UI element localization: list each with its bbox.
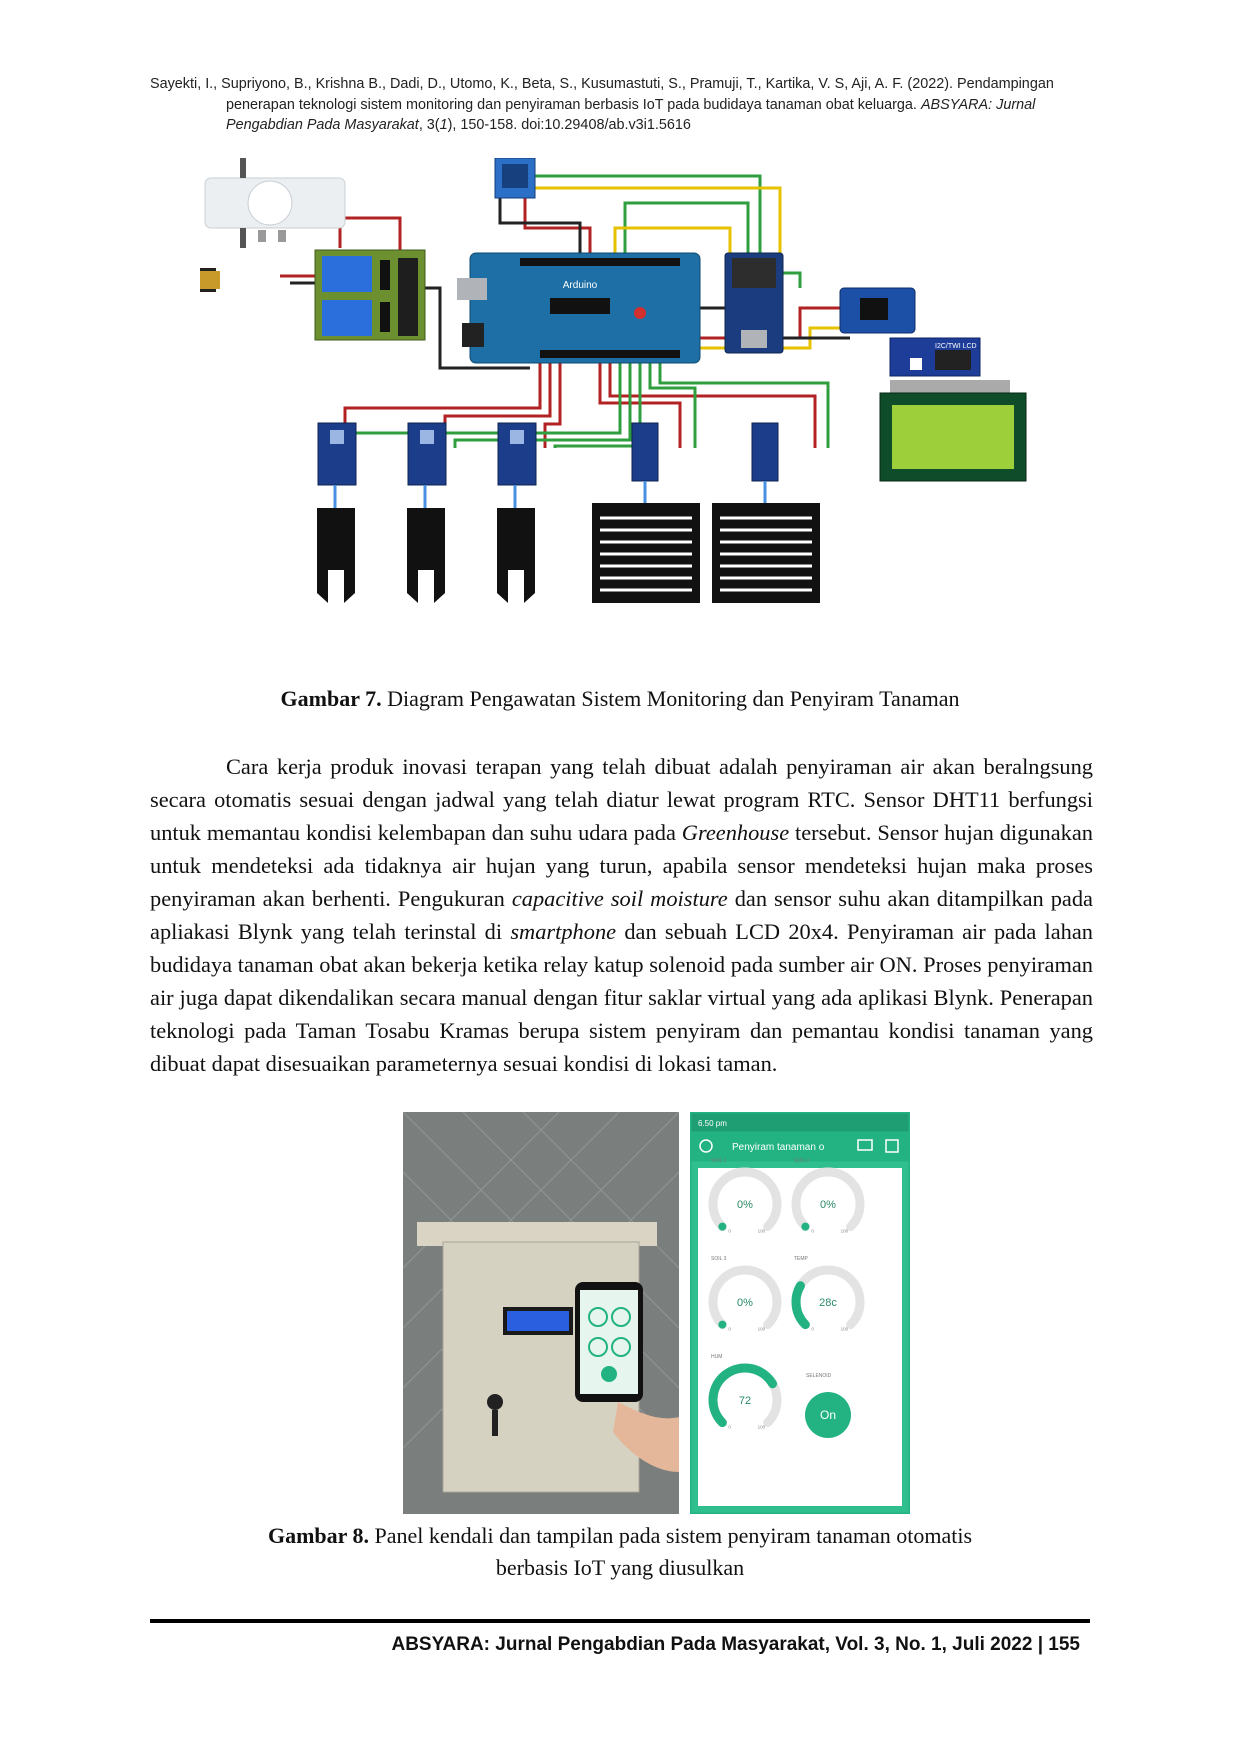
wire-red (338, 216, 402, 258)
figure-8-caption-line-1: Gambar 8. Panel kendali dan tampilan pad… (267, 1523, 973, 1548)
paragraph: Cara kerja produk inovasi terapan yang t… (150, 754, 1093, 1076)
gauge-min: 0 (811, 1229, 814, 1234)
gauge-max: 100 (841, 1229, 849, 1234)
arduino-label: Arduino (563, 280, 598, 291)
gauge-fill (708, 1363, 778, 1428)
back-icon[interactable] (699, 1139, 713, 1153)
esp-module (724, 252, 784, 354)
wire-green (658, 363, 830, 448)
i2c-label: I2C/TWI LCD (935, 343, 977, 350)
soil-sensor-1 (317, 422, 357, 603)
gauge-label: SOIL 2 (794, 1158, 810, 1164)
switch-text: On (820, 1408, 836, 1422)
gauge-fill-dot (718, 1320, 727, 1329)
gauge-label: SOIL 3 (711, 1256, 727, 1262)
device-icon[interactable] (857, 1139, 873, 1151)
citation-header: Sayekti, I., Supriyono, B., Krishna B., … (150, 74, 1100, 136)
wire-green (623, 201, 802, 288)
gauge-track (708, 1167, 782, 1232)
lcd-20x4 (879, 380, 1027, 482)
footer-journal: ABSYARA: Jurnal Pengabdian Pada Masyarak… (391, 1634, 1080, 1655)
figure-7-caption: Gambar 7. Diagram Pengawatan Sistem Moni… (280, 686, 960, 711)
wire-green (353, 363, 622, 448)
gauge-track (708, 1265, 782, 1330)
gauge-value: 0% (737, 1199, 753, 1211)
soil-sensor-2 (407, 422, 447, 603)
citation-line-1: Sayekti, I., Supriyono, B., Krishna B., … (150, 76, 1054, 92)
wire-red (523, 198, 592, 253)
solenoid-valve (204, 158, 346, 248)
gauge-label: HUM (711, 1354, 722, 1360)
gauge-value: 0% (820, 1199, 836, 1211)
wire-black (498, 198, 582, 253)
gauge-max: 100 (758, 1425, 766, 1430)
stop-icon[interactable] (885, 1139, 899, 1153)
rain-sensor-2 (712, 422, 820, 603)
gauge-fill-dot (718, 1222, 727, 1231)
wire-green (553, 363, 642, 448)
app-title: Penyiram tanaman o (732, 1142, 825, 1153)
rtc-module (839, 287, 916, 334)
footer-rule (150, 1619, 1090, 1623)
wire-green (453, 363, 632, 448)
soil-sensor-3 (497, 422, 537, 603)
relay-module (314, 249, 426, 341)
gauge-fill (791, 1281, 810, 1330)
arduino-board: Arduino (457, 252, 701, 364)
gauge-value: 0% (737, 1297, 753, 1309)
gauge-max: 100 (758, 1229, 766, 1234)
gauge-value: 72 (739, 1395, 751, 1407)
wiring-diagram: Arduino I2C/TWI LCD (200, 158, 1027, 603)
body-paragraph: Cara kerja produk inovasi terapan yang t… (150, 750, 1093, 1080)
power-jack-pin (200, 271, 220, 289)
gauge-value: 28c (819, 1297, 837, 1309)
wire-red (608, 363, 817, 448)
gauge-min: 0 (811, 1327, 814, 1332)
control-panel-photo (403, 1112, 679, 1514)
wire-green (648, 363, 697, 448)
citation-line-2: penerapan teknologi sistem monitoring da… (226, 96, 1036, 113)
solenoid-switch-button[interactable] (805, 1392, 851, 1438)
wire-red (543, 363, 562, 448)
gauge-min: 0 (728, 1229, 731, 1234)
rain-sensor-1 (592, 422, 700, 603)
gauge-min: 0 (728, 1425, 731, 1430)
gauge-min: 0 (728, 1327, 731, 1332)
switch-label: SELENOID (806, 1373, 832, 1379)
gauge-fill-dot (801, 1222, 810, 1231)
gauge-track (791, 1167, 865, 1232)
gauge-max: 100 (758, 1327, 766, 1332)
figure-8-caption: Gambar 8. Panel kendali dan tampilan pad… (150, 1520, 1090, 1584)
gauge-label: TEMP (794, 1256, 809, 1262)
citation-line-3: Pengabdian Pada Masyarakat, 3(1), 150-15… (226, 117, 691, 133)
figure-8-caption-line-2: berbasis IoT yang diusulkan (495, 1555, 745, 1580)
gauge-label: SOIL 1 (711, 1158, 727, 1164)
gauge-max: 100 (841, 1327, 849, 1332)
status-time: 6.50 pm (698, 1119, 727, 1128)
i2c-module: I2C/TWI LCD (889, 337, 981, 377)
dht11-sensor (494, 158, 536, 199)
